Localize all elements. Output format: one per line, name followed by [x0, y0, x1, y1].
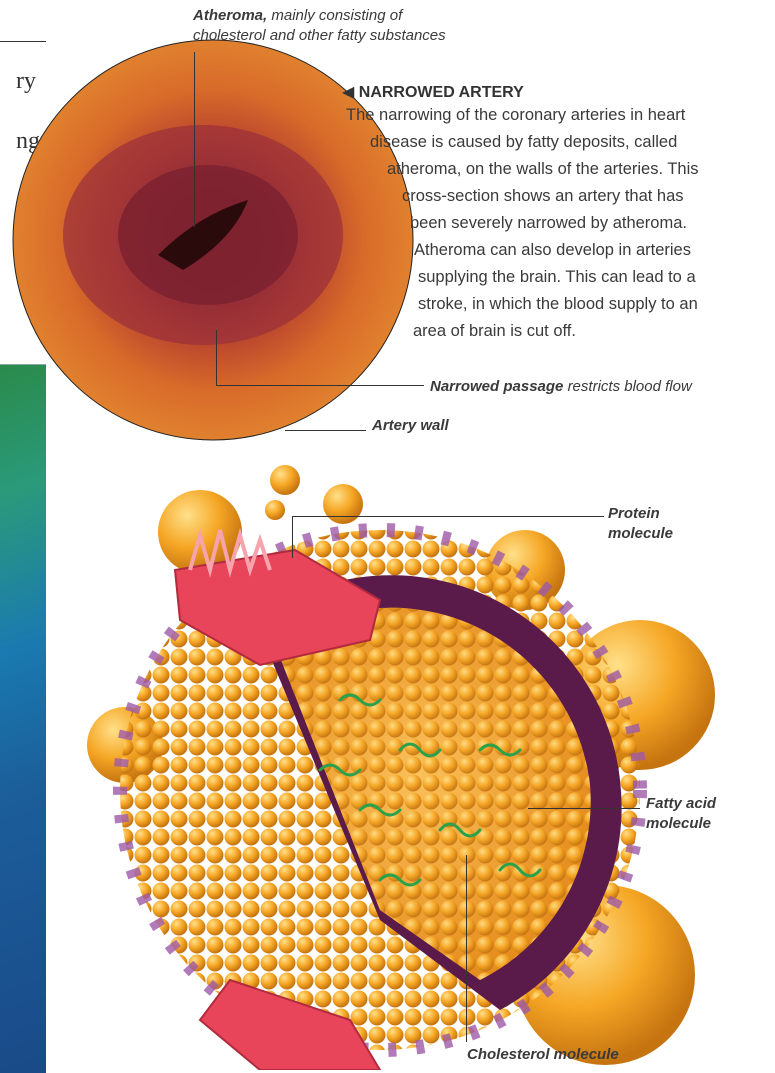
narrowed-passage-leader-h: [216, 385, 424, 386]
narrowed-artery-line-6: Atheroma can also develop in arteries: [414, 239, 691, 261]
narrowed-artery-line-3: atheroma, on the walls of the arteries. …: [387, 158, 699, 180]
protein-label-line2: molecule: [608, 525, 673, 542]
fatty-acid-label-line2: molecule: [646, 815, 711, 832]
protein-leader-h: [292, 516, 604, 517]
cholesterol-label: Cholesterol molecule: [467, 1045, 619, 1065]
fatty-acid-label: Fatty acid molecule: [646, 794, 716, 834]
narrowed-artery-line-7: supplying the brain. This can lead to a: [418, 266, 696, 288]
atheroma-label-line2: cholesterol and other fatty substances: [193, 27, 446, 44]
artery-wall-label: Artery wall: [372, 416, 449, 436]
left-photo-strip: [0, 364, 46, 1073]
narrowed-artery-line-9: area of brain is cut off.: [413, 320, 576, 342]
atheroma-label-rest: mainly consisting of: [271, 7, 402, 24]
atheroma-label: Atheroma, mainly consisting of cholester…: [193, 6, 523, 46]
fatty-acid-leader: [528, 808, 640, 809]
narrowed-artery-title: NARROWED ARTERY: [359, 84, 524, 101]
narrowed-artery-line-1: The narrowing of the coronary arteries i…: [346, 104, 685, 126]
protein-label: Protein molecule: [608, 504, 673, 544]
fatty-acid-label-line1: Fatty acid: [646, 795, 716, 812]
artery-wall-leader: [285, 430, 366, 431]
narrowed-passage-label: Narrowed passage restricts blood flow: [430, 377, 692, 397]
protein-label-line1: Protein: [608, 505, 660, 522]
narrowed-artery-heading: ◀ NARROWED ARTERY: [342, 82, 524, 102]
narrowed-artery-line-5: been severely narrowed by atheroma.: [410, 212, 687, 234]
atheroma-label-bold: Atheroma,: [193, 7, 267, 24]
narrowed-passage-bold: Narrowed passage: [430, 378, 563, 395]
atheroma-leader: [194, 52, 195, 227]
artery-wall-text: Artery wall: [372, 417, 449, 434]
cholesterol-leader: [466, 855, 467, 1042]
narrowed-passage-leader-v: [216, 330, 217, 385]
narrowed-artery-line-2: disease is caused by fatty deposits, cal…: [370, 131, 677, 153]
triangle-left-icon: ◀: [342, 84, 354, 101]
protein-leader-v: [292, 516, 293, 558]
narrowed-passage-rest: restricts blood flow: [568, 378, 692, 395]
narrowed-artery-line-4: cross-section shows an artery that has: [402, 185, 684, 207]
narrowed-artery-line-8: stroke, in which the blood supply to an: [418, 293, 698, 315]
cholesterol-label-text: Cholesterol molecule: [467, 1046, 619, 1063]
